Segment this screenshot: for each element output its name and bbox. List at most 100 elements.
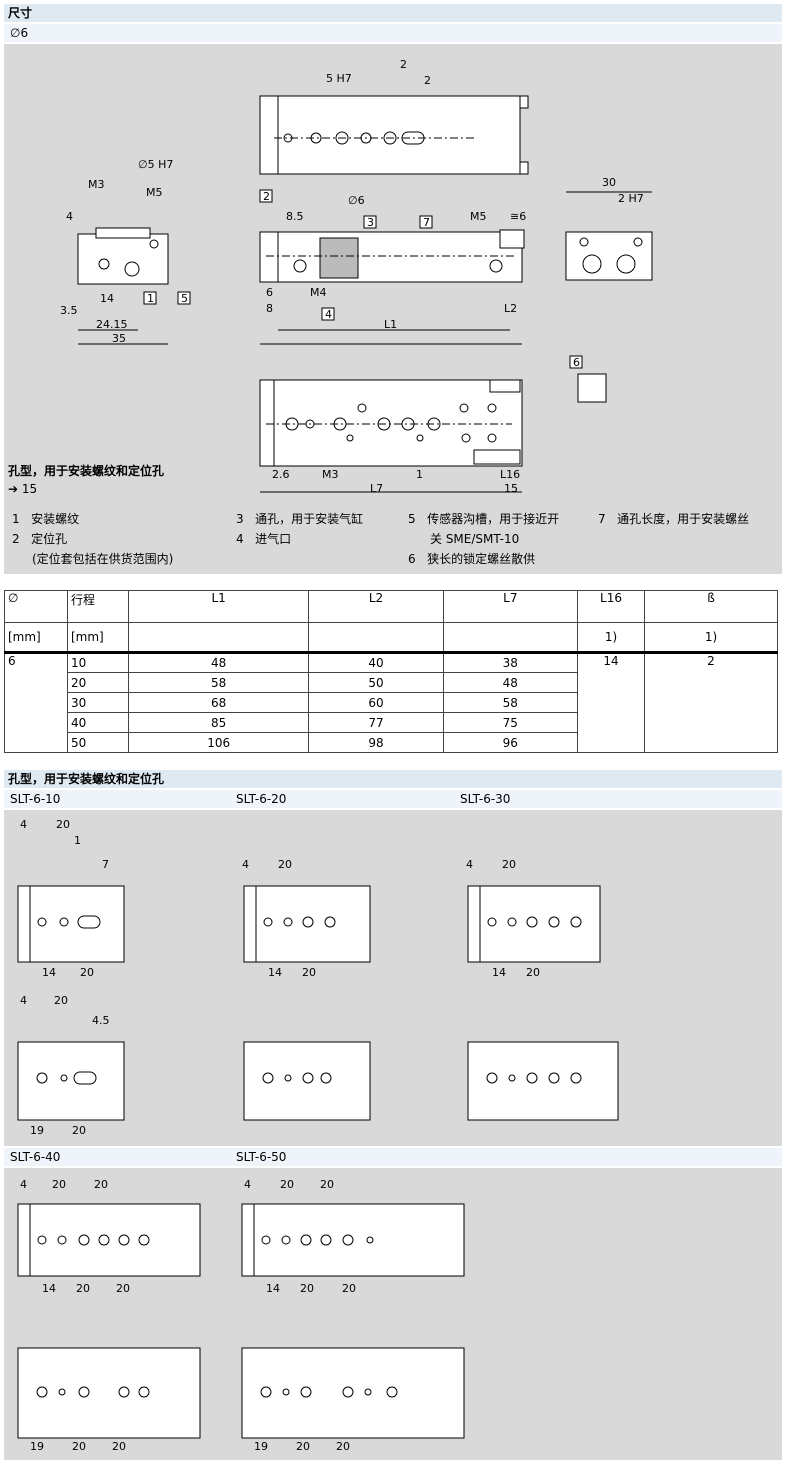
cell-l1-5: 106 xyxy=(127,732,310,753)
h5-dim-b: 20 xyxy=(280,1178,294,1191)
cell-l1-3: 68 xyxy=(127,692,310,713)
cell-l2-1: 40 xyxy=(308,652,444,673)
callout-4a: 4 xyxy=(325,308,332,321)
cell-stroke-1: 10 xyxy=(67,652,129,673)
cell-l7-3: 58 xyxy=(442,692,579,713)
model-label-2: SLT-6-20 xyxy=(236,792,287,806)
model-label-1: SLT-6-10 xyxy=(10,792,61,806)
unit-beta: 1) xyxy=(644,622,778,653)
holes-models-bar: SLT-6-10 SLT-6-20 SLT-6-30 xyxy=(4,790,782,808)
dim-left-4: 4 xyxy=(66,210,73,223)
cell-diameter: 6 xyxy=(4,652,68,753)
th-diameter: ∅ xyxy=(4,590,68,623)
h5-dim-b2: 20 xyxy=(320,1178,334,1191)
dim-mid-8: 8 xyxy=(266,302,273,315)
h1-dim-b3: 20 xyxy=(54,994,68,1007)
cell-l1-4: 85 xyxy=(127,712,310,733)
h1-dim-e: 14 xyxy=(42,966,56,979)
h3-dim-e: 14 xyxy=(492,966,506,979)
h3-dim-b2: 20 xyxy=(526,966,540,979)
cell-l1-2: 58 xyxy=(127,672,310,693)
dimension-drawing-panel: 5 H7 2 2 M3 ∅5 H7 M5 4 14 3.5 24.15 35 ∅… xyxy=(4,44,782,574)
h3-dim-b: 20 xyxy=(502,858,516,871)
h2-dim-b: 20 xyxy=(278,858,292,871)
dim-mid-m4: M4 xyxy=(310,286,327,299)
h1-dim-g: 19 xyxy=(30,1124,44,1137)
holes-drawing-row1: 4 20 1 7 14 20 4 20 4.5 19 20 4 20 14 20… xyxy=(17,818,619,1137)
cell-stroke-4: 40 xyxy=(67,712,129,733)
dim-bot-m3: M3 xyxy=(322,468,339,481)
dim-left-24-15: 24.15 xyxy=(96,318,128,331)
h3-dim-a: 4 xyxy=(466,858,473,871)
dimension-drawing: 5 H7 2 2 M3 ∅5 H7 M5 4 14 3.5 24.15 35 ∅… xyxy=(60,58,653,495)
legend-6: 6 狭长的锁定螺丝散供 xyxy=(408,552,536,566)
callout-6a: 6 xyxy=(573,356,580,369)
dim-left-m5: M5 xyxy=(146,186,163,199)
cell-l7-4: 75 xyxy=(442,712,579,733)
callout-5a: 5 xyxy=(181,292,188,305)
dim-bot-1: 1 xyxy=(416,468,423,481)
unit-l16: 1) xyxy=(577,622,645,653)
cell-l2-3: 60 xyxy=(308,692,444,713)
h4-dim-e: 14 xyxy=(42,1282,56,1295)
cell-stroke-3: 30 xyxy=(67,692,129,713)
dim-left-m3: M3 xyxy=(88,178,105,191)
dim-top-3: 2 xyxy=(424,74,431,87)
callout-3a: 3 xyxy=(367,216,374,229)
h5-dim-b4: 20 xyxy=(342,1282,356,1295)
h5-dim-e: 14 xyxy=(266,1282,280,1295)
unit-diameter: [mm] xyxy=(4,622,68,653)
cell-stroke-5: 50 xyxy=(67,732,129,753)
h4-dim-b4: 20 xyxy=(116,1282,130,1295)
th-l7: L7 xyxy=(442,590,579,623)
model-label-5: SLT-6-50 xyxy=(236,1150,287,1164)
diameter-bar: ∅6 xyxy=(4,24,782,42)
h2-dim-b2: 20 xyxy=(302,966,316,979)
legend-3: 3 通孔，用于安装气缸 xyxy=(236,512,364,526)
h4-dim-b5: 20 xyxy=(72,1440,86,1453)
dim-bot-l7: L7 xyxy=(370,482,383,495)
h4-dim-b2: 20 xyxy=(94,1178,108,1191)
h1-dim-b2: 20 xyxy=(80,966,94,979)
h1-dim-b: 20 xyxy=(56,818,70,831)
legend-4: 4 进气口 xyxy=(236,532,292,546)
th-beta: ß xyxy=(644,590,778,623)
legend-5: 5 传感器沟槽，用于接近开 xyxy=(408,512,560,526)
callout-1a: 1 xyxy=(147,292,154,305)
cell-l2-5: 98 xyxy=(308,732,444,753)
cell-l16: 14 xyxy=(577,652,645,753)
dim-mid-8-5: 8.5 xyxy=(286,210,304,223)
h2-dim-a: 4 xyxy=(242,858,249,871)
dim-mid-m5: M5 xyxy=(470,210,487,223)
caption-title: 孔型，用于安装螺纹和定位孔 xyxy=(8,464,165,478)
dim-right-2h7: 2 H7 xyxy=(618,192,644,205)
h1-dim-f: 4.5 xyxy=(92,1014,110,1027)
holes-panel-1: 4 20 1 7 14 20 4 20 4.5 19 20 4 20 14 20… xyxy=(4,810,782,1146)
cell-beta: 2 xyxy=(644,652,778,753)
h5-dim-b5: 20 xyxy=(296,1440,310,1453)
h1-dim-a: 4 xyxy=(20,818,27,831)
th-l1: L1 xyxy=(127,590,310,623)
caption-ref[interactable]: ➔ 15 xyxy=(8,482,38,496)
holes-drawing-row2: 4 20 20 14 20 20 19 20 20 4 20 20 14 20 … xyxy=(17,1178,465,1453)
h1-dim-d: 7 xyxy=(102,858,109,871)
h4-dim-b6: 20 xyxy=(112,1440,126,1453)
dim-left-d5: ∅5 H7 xyxy=(138,158,173,171)
dim-mid-d6: ∅6 xyxy=(348,194,365,207)
h4-dim-b3: 20 xyxy=(76,1282,90,1295)
dim-left-14: 14 xyxy=(100,292,114,305)
holes-title: 孔型，用于安装螺纹和定位孔 xyxy=(8,772,165,786)
cell-l7-5: 96 xyxy=(442,732,579,753)
section-title-bar: 尺寸 xyxy=(4,4,782,22)
unit-stroke: [mm] xyxy=(67,622,129,653)
dim-top-2: 2 xyxy=(400,58,407,71)
diameter-label: ∅6 xyxy=(10,26,29,40)
callout-2a: 2 xyxy=(263,190,270,203)
dim-bot-2-6: 2.6 xyxy=(272,468,290,481)
model-label-4: SLT-6-40 xyxy=(10,1150,61,1164)
dim-bot-l16: L16 xyxy=(500,468,520,481)
callout-7a: 7 xyxy=(423,216,430,229)
th-l2: L2 xyxy=(308,590,444,623)
h5-dim-g: 19 xyxy=(254,1440,268,1453)
dim-bot-15: 15 xyxy=(504,482,518,495)
